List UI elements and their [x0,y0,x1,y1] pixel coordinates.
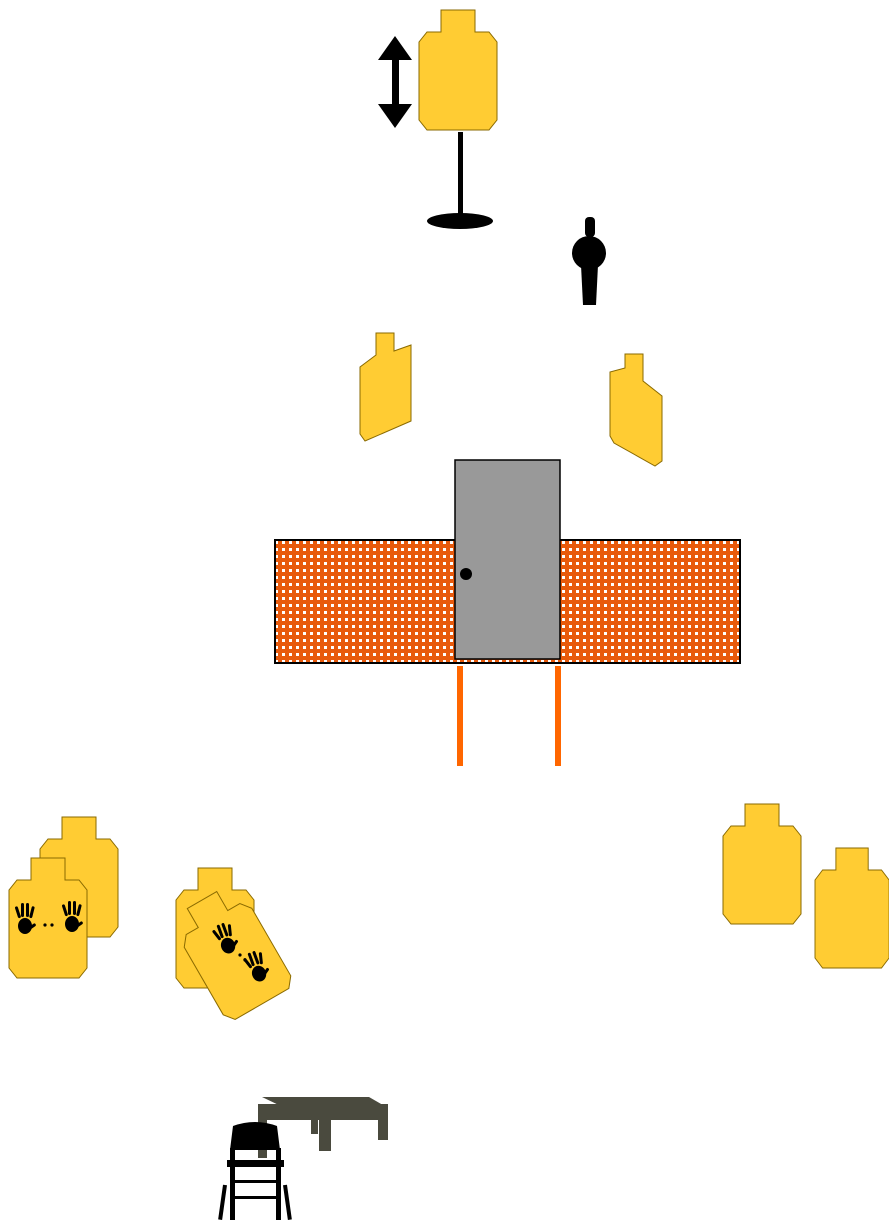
target-stand-pole [458,132,463,218]
fault-lines [457,666,561,766]
angled-target-right [609,353,663,467]
fault-line-right [555,666,561,766]
fault-line-left [457,666,463,766]
steel-popper-icon [572,217,606,305]
angled-target-left [359,332,412,442]
target-group-right [722,803,889,969]
target-group-middle [167,867,297,1024]
mover-target [418,9,498,131]
handprint-icon [210,920,273,985]
mover-arrow-icon [378,36,412,128]
chair [218,1122,292,1220]
paper-target [814,847,889,969]
door [454,459,561,660]
handprint-icon [14,901,84,934]
moving-target [378,9,498,229]
target-stand-base [427,213,493,229]
paper-target [722,803,802,925]
target-group-left [8,816,119,979]
door-knob [460,568,472,580]
